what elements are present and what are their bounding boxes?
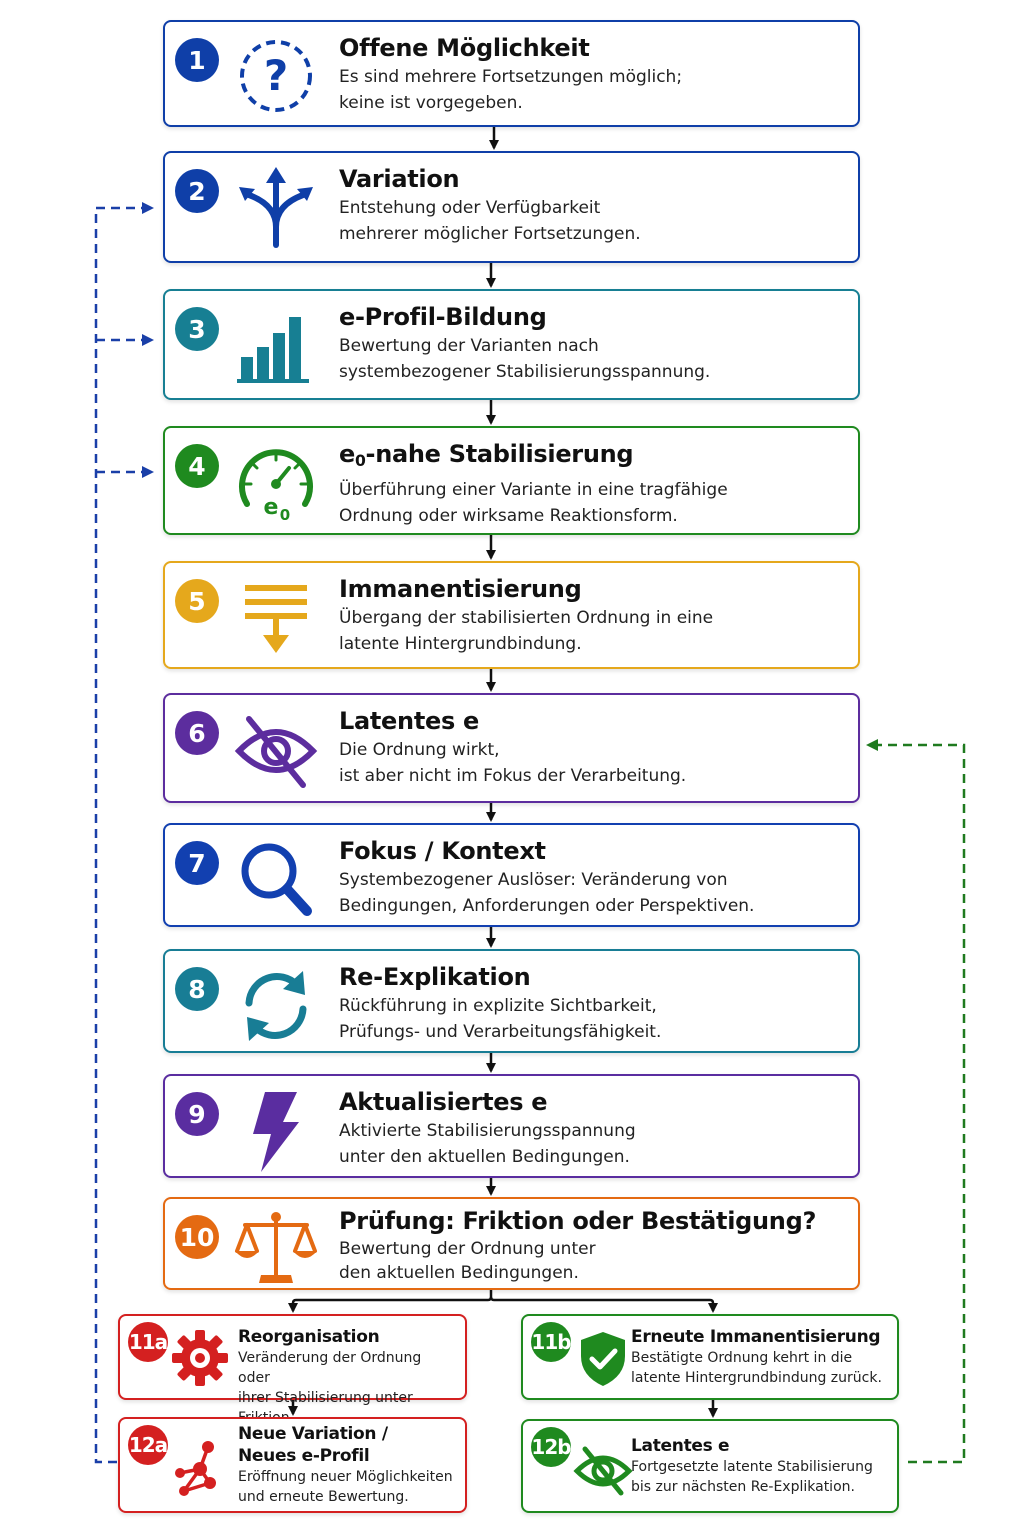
step-title: Re-Explikation [339,963,531,991]
step-description: Systembezogener Auslöser: Veränderung vo… [339,870,755,916]
branching-arrows-icon [231,165,321,249]
branch-box-12a: 12a Neue Variation /Neues e-Profil Eröff… [118,1417,467,1513]
step-description: Überführung einer Variante in eine tragf… [339,479,728,526]
step-title: Latentes e [339,707,479,735]
refresh-icon [231,963,321,1047]
shield-check-icon [573,1328,633,1388]
step-box-2: 2 Variation Entstehung oder Verfügbarkei… [163,151,860,263]
branch-badge: 11a [128,1322,168,1362]
branch-badge: 12b [531,1427,572,1467]
branch-box-11b: 11b Erneute Immanentisierung Bestätigte … [521,1314,899,1400]
bar-chart-icon [231,303,321,387]
branch-badge: 12a [128,1425,168,1465]
step-description: Übergang der stabilisierten Ordnung in e… [339,608,714,654]
step-badge: 1 [175,38,219,82]
lightning-icon [231,1088,321,1172]
question-circle-icon: ? [231,34,321,118]
step-description: Rückführung in explizite Sichtbarkeit,Pr… [339,996,662,1042]
eye-off-icon [231,707,321,791]
step-title: Fokus / Kontext [339,837,546,865]
feedback-loop-blue [94,202,154,1464]
step-badge: 9 [175,1092,219,1136]
step-badge: 7 [175,841,219,885]
svg-text:?: ? [264,51,288,100]
step-title: Offene Möglichkeit [339,34,590,62]
branch-title: Latentes e [631,1436,730,1456]
step-badge: 3 [175,307,219,351]
magnifier-icon [231,837,321,921]
main-flow-arrows [288,127,718,1418]
step-box-10: 10 Prüfung: Friktion oder Bestätigung? B… [163,1197,860,1290]
branch-split-right [489,1296,718,1313]
step-title: e-Profil-Bildung [339,303,547,331]
balance-scale-icon [231,1205,321,1289]
step-title: Prüfung: Friktion oder Bestätigung? [339,1207,817,1235]
step-box-5: 5 Immanentisierung Übergang der stabilis… [163,561,860,669]
step-badge: 2 [175,169,219,213]
step-box-6: 6 Latentes e Die Ordnung wirkt,ist aber … [163,693,860,803]
step-badge: 4 [175,444,219,488]
step-box-9: 9 Aktualisiertes e Aktivierte Stabilisie… [163,1074,860,1178]
step-title: Aktualisiertes e [339,1088,548,1116]
step-description: Es sind mehrere Fortsetzungen möglich;ke… [339,67,683,113]
branch-title: Erneute Immanentisierung [631,1327,881,1347]
step-badge: 5 [175,579,219,623]
gauge-label-sub: 0 [280,506,290,524]
step-badge: 8 [175,967,219,1011]
step-badge: 6 [175,711,219,755]
step-box-3: 3 e-Profil-Bildung Bewertung der Variant… [163,289,860,400]
branch-title: Neue Variation /Neues e-Profil [238,1424,388,1466]
gear-icon [170,1328,230,1388]
step-title: Variation [339,165,460,193]
settle-down-icon [231,575,321,659]
network-icon [170,1437,230,1497]
gauge-label: e [264,495,279,520]
branch-box-12b: 12b Latentes e Fortgesetzte latente Stab… [521,1419,899,1513]
branch-title: Reorganisation [238,1327,380,1347]
step-badge: 10 [175,1215,219,1259]
step-box-7: 7 Fokus / Kontext Systembezogener Auslös… [163,823,860,927]
step-title: Immanentisierung [339,575,582,603]
step-box-1: 1 ? Offene Möglichkeit Es sind mehrere F… [163,20,860,127]
step-description: Die Ordnung wirkt,ist aber nicht im Foku… [339,740,687,786]
step-title: e0-nahe Stabilisierung [339,440,634,470]
branch-split [288,1290,493,1313]
step-box-8: 8 Re-Explikation Rückführung in explizit… [163,949,860,1053]
eye-off-icon [573,1439,633,1499]
branch-badge: 11b [531,1322,572,1362]
branch-box-11a: 11a Reorganisation Veränderung der Ordnu… [118,1314,467,1426]
